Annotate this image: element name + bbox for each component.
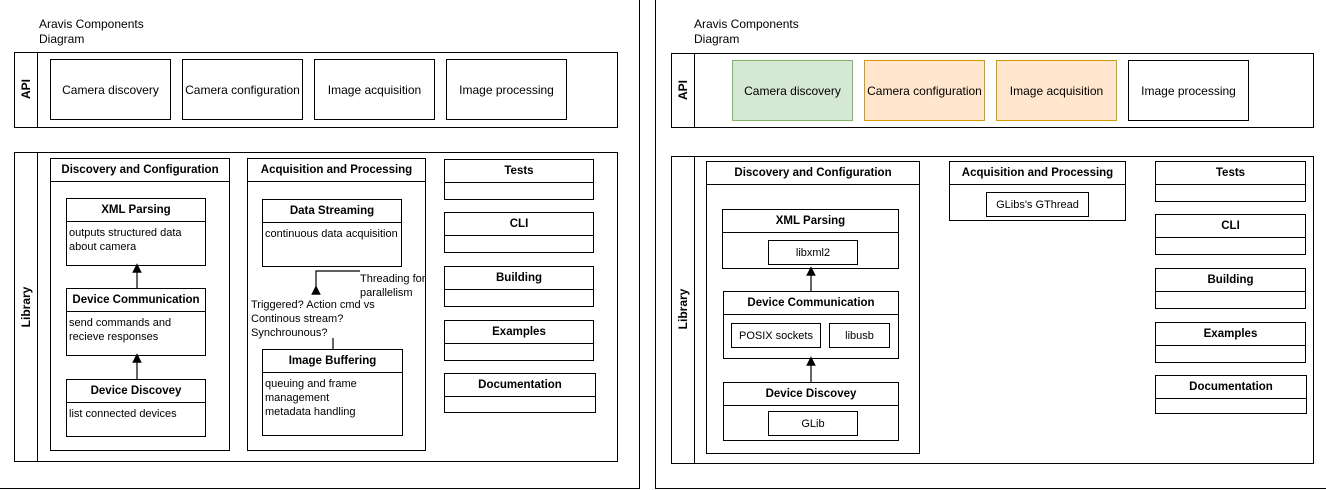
left-discovery-header: Discovery and Configuration — [51, 159, 229, 182]
left-image-buffering-body: queuing and frame management metadata ha… — [265, 378, 357, 418]
right-cli-box: CLI — [1155, 214, 1306, 255]
left-building-label: Building — [445, 267, 593, 290]
left-building-box: Building — [444, 266, 594, 307]
left-device-discovery-box: Device Discovey list connected devices — [66, 379, 206, 437]
left-data-streaming-box: Data Streaming continuous data acquisiti… — [262, 199, 402, 267]
left-device-discovery-header: Device Discovey — [67, 380, 205, 403]
left-cli-box: CLI — [444, 212, 594, 253]
left-acquisition-header: Acquisition and Processing — [248, 159, 425, 182]
left-data-streaming-body: continuous data acquisition — [265, 228, 398, 240]
left-device-communication-body: send commands and recieve responses — [69, 317, 172, 343]
right-xml-parsing-header: XML Parsing — [723, 210, 898, 233]
right-api-camera-configuration: Camera configuration — [864, 60, 985, 121]
right-device-discovery-header: Device Discovey — [724, 383, 898, 406]
left-threading-note: Threading for parallelism — [360, 273, 426, 299]
left-documentation-label: Documentation — [445, 374, 595, 397]
right-library-lane-header — [671, 156, 695, 464]
left-api-label: API — [19, 79, 33, 100]
left-xml-parsing-box: XML Parsing outputs structured data abou… — [66, 198, 206, 266]
left-api-camera-configuration: Camera configuration — [182, 59, 303, 120]
left-tests-box: Tests — [444, 159, 594, 200]
right-api-label: API — [676, 80, 690, 101]
right-tests-box: Tests — [1155, 161, 1306, 202]
left-api-image-processing: Image processing — [446, 59, 567, 120]
left-examples-label: Examples — [445, 321, 593, 344]
right-glib-box: GLib — [768, 411, 858, 436]
right-discovery-header: Discovery and Configuration — [707, 162, 919, 185]
right-libxml2-box: libxml2 — [768, 240, 858, 265]
left-tests-label: Tests — [445, 160, 593, 183]
left-examples-box: Examples — [444, 320, 594, 361]
right-api-lane-header — [671, 53, 695, 128]
right-building-box: Building — [1155, 268, 1306, 309]
right-diagram-frame — [655, 0, 1326, 489]
right-device-communication-header: Device Communication — [724, 292, 898, 315]
left-device-discovery-body: list connected devices — [69, 408, 177, 420]
left-documentation-box: Documentation — [444, 373, 596, 413]
left-xml-parsing-body: outputs structured data about camera — [69, 227, 182, 253]
right-tests-label: Tests — [1156, 162, 1305, 185]
left-cli-label: CLI — [445, 213, 593, 236]
left-device-communication-box: Device Communication send commands and r… — [66, 288, 206, 356]
right-building-label: Building — [1156, 269, 1305, 292]
left-data-streaming-header: Data Streaming — [263, 200, 401, 223]
right-documentation-label: Documentation — [1156, 376, 1306, 399]
right-api-camera-discovery: Camera discovery — [732, 60, 853, 121]
right-examples-box: Examples — [1155, 322, 1306, 363]
right-library-label: Library — [676, 288, 690, 330]
right-posix-sockets-box: POSIX sockets — [731, 323, 821, 348]
left-library-label: Library — [19, 286, 33, 328]
right-cli-label: CLI — [1156, 215, 1305, 238]
right-api-image-processing: Image processing — [1128, 60, 1249, 121]
left-api-image-acquisition: Image acquisition — [314, 59, 435, 120]
right-examples-label: Examples — [1156, 323, 1305, 346]
right-documentation-box: Documentation — [1155, 375, 1307, 414]
left-xml-parsing-header: XML Parsing — [67, 199, 205, 222]
right-gthread-box: GLibs's GThread — [986, 192, 1089, 217]
left-triggered-note: Triggered? Action cmd vs Continous strea… — [251, 299, 375, 339]
left-api-lane-header — [14, 52, 38, 128]
left-diagram-title: Aravis Components Diagram — [39, 17, 144, 46]
left-library-lane-header — [14, 152, 38, 462]
right-acquisition-header: Acquisition and Processing — [950, 162, 1125, 185]
right-libusb-box: libusb — [829, 323, 890, 348]
left-api-camera-discovery: Camera discovery — [50, 59, 171, 120]
left-image-buffering-box: Image Buffering queuing and frame manage… — [262, 349, 403, 436]
right-diagram-title: Aravis Components Diagram — [694, 17, 799, 46]
left-image-buffering-header: Image Buffering — [263, 350, 402, 373]
left-device-communication-header: Device Communication — [67, 289, 205, 312]
left-diagram-frame — [0, 0, 640, 489]
right-api-image-acquisition: Image acquisition — [996, 60, 1117, 121]
